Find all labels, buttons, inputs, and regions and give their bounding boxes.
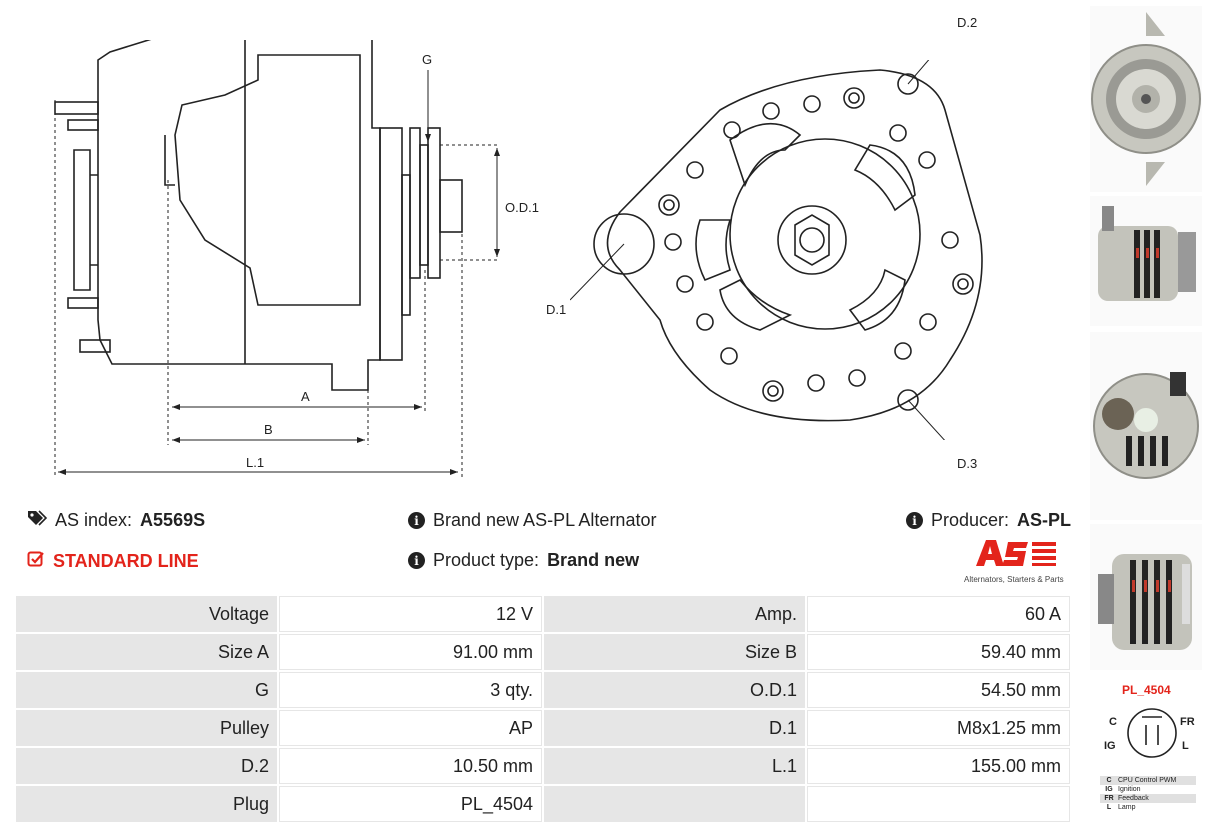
plug-pin-fr: FR: [1180, 716, 1195, 728]
spec-value: 12 V: [279, 596, 542, 632]
spec-value: 54.50 mm: [807, 672, 1070, 708]
plug-legend-row: IG Ignition: [1100, 785, 1196, 794]
spec-value: PL_4504: [279, 786, 542, 822]
spec-key: D.1: [544, 710, 805, 746]
side-view-drawing: [54, 40, 500, 478]
spec-key: Amp.: [544, 596, 805, 632]
logo-tagline: Alternators, Starters & Parts: [964, 575, 1064, 584]
dimension-b-label: B: [264, 422, 273, 437]
spec-value: 155.00 mm: [807, 748, 1070, 784]
producer-label: Producer:: [931, 510, 1010, 530]
dimension-a-label: A: [301, 389, 310, 404]
alternator-front-image: [1090, 6, 1202, 192]
info-icon: i: [408, 512, 425, 529]
product-type-value: Brand new: [547, 550, 640, 570]
product-photo-angle[interactable]: [1090, 524, 1202, 670]
plug-legend-desc: Ignition: [1118, 786, 1141, 793]
plug-legend-code: L: [1106, 804, 1112, 811]
product-type-label: Product type:: [433, 550, 540, 570]
dimension-d2-label: D.2: [957, 15, 978, 30]
product-type: i Product type: Brand new: [408, 550, 639, 571]
alternator-angle-image: [1090, 524, 1202, 670]
spec-key: Pulley: [16, 710, 277, 746]
spec-key: G: [16, 672, 277, 708]
plug-legend-row: C CPU Control PWM: [1100, 776, 1196, 785]
plug-pin-c: C: [1109, 716, 1117, 728]
checkbox-icon: [27, 550, 45, 573]
spec-key: D.2: [16, 748, 277, 784]
tag-icon: [27, 510, 48, 531]
plug-legend-desc: CPU Control PWM: [1118, 777, 1177, 784]
dimension-g-label: G: [422, 52, 433, 67]
plug-legend-code: FR: [1104, 795, 1114, 802]
alternator-side-image: [1090, 196, 1202, 326]
producer: i Producer: AS-PL: [906, 510, 1071, 531]
info-icon: i: [906, 512, 923, 529]
plug-connector-icon: [1127, 708, 1177, 758]
plug-legend-code: IG: [1105, 786, 1113, 793]
description-text: Brand new AS-PL Alternator: [433, 510, 657, 530]
dimension-d1-label: D.1: [546, 302, 567, 317]
plug-diagram: C FR IG L: [1100, 705, 1204, 761]
standard-line-badge: STANDARD LINE: [27, 550, 199, 573]
product-photo-side[interactable]: [1090, 196, 1202, 326]
spec-value: 10.50 mm: [279, 748, 542, 784]
spec-value: 3 qty.: [279, 672, 542, 708]
dimension-l1-label: L.1: [246, 455, 265, 470]
spec-value: 59.40 mm: [807, 634, 1070, 670]
plug-legend-code: C: [1106, 777, 1112, 784]
spec-value: M8x1.25 mm: [807, 710, 1070, 746]
front-view-drawing: [570, 60, 983, 440]
spec-key: Size B: [544, 634, 805, 670]
dimension-d3-label: D.3: [957, 456, 978, 471]
spec-key: [544, 786, 805, 822]
as-index: AS index: A5569S: [27, 510, 205, 531]
spec-value: 60 A: [807, 596, 1070, 632]
product-photo-front[interactable]: [1090, 6, 1202, 192]
as-index-label: AS index:: [55, 510, 133, 530]
plug-pin-ig: IG: [1104, 740, 1116, 752]
spec-key: O.D.1: [544, 672, 805, 708]
dimension-od1-label: O.D.1: [505, 200, 539, 215]
spec-key: Plug: [16, 786, 277, 822]
product-photo-rear[interactable]: [1090, 332, 1202, 520]
spec-value: AP: [279, 710, 542, 746]
standard-line-label: STANDARD LINE: [53, 551, 199, 571]
plug-legend-desc: Lamp: [1118, 804, 1136, 811]
as-pl-logo: Alternators, Starters & Parts: [964, 538, 1068, 584]
alternator-rear-image: [1090, 332, 1202, 520]
plug-legend-row: FR Feedback: [1100, 794, 1196, 803]
plug-legend-row: L Lamp: [1100, 803, 1196, 812]
spec-value: [807, 786, 1070, 822]
spec-key: L.1: [544, 748, 805, 784]
as-index-value: A5569S: [140, 510, 206, 530]
spec-value: 91.00 mm: [279, 634, 542, 670]
spec-key: Size A: [16, 634, 277, 670]
spec-key: Voltage: [16, 596, 277, 632]
plug-title: PL_4504: [1122, 683, 1171, 697]
plug-legend-desc: Feedback: [1118, 795, 1149, 802]
product-description: i Brand new AS-PL Alternator: [408, 510, 656, 531]
info-icon: i: [408, 552, 425, 569]
producer-value: AS-PL: [1017, 510, 1072, 530]
as-logo-icon: [976, 540, 1056, 566]
plug-pin-l: L: [1182, 740, 1189, 752]
